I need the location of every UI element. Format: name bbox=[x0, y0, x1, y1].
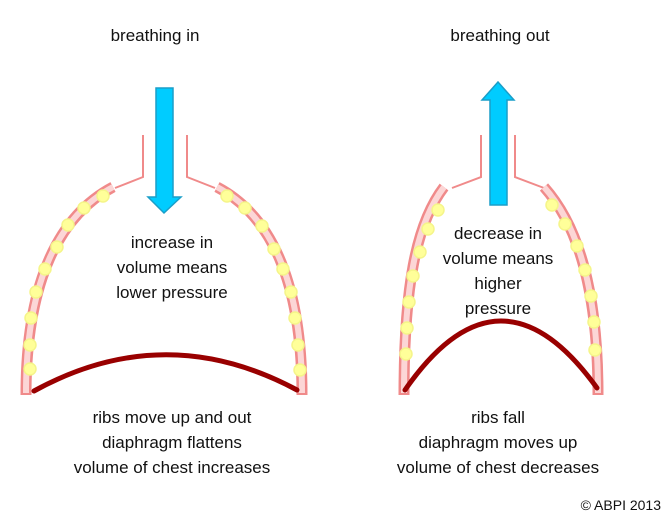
inhale-chest bbox=[20, 135, 308, 396]
exhale-center-text: decrease in bbox=[454, 224, 542, 243]
exhale-panel: breathing out decrease in volume means bbox=[397, 26, 604, 477]
inhale-title: breathing in bbox=[111, 26, 200, 45]
exhale-caption: volume of chest decreases bbox=[397, 458, 599, 477]
inhale-caption: ribs move up and out bbox=[93, 408, 252, 427]
diaphragm-domed bbox=[402, 318, 600, 393]
right-trachea-line bbox=[514, 135, 545, 189]
exhale-caption: ribs fall bbox=[471, 408, 525, 427]
rib-dots bbox=[399, 198, 602, 361]
inhale-center-text: increase in bbox=[131, 233, 213, 252]
left-trachea-line bbox=[114, 135, 144, 189]
inhale-caption: volume of chest increases bbox=[74, 458, 271, 477]
diaphragm-flat bbox=[31, 352, 300, 394]
inhale-center-text: volume means bbox=[117, 258, 228, 277]
exhale-title: breathing out bbox=[450, 26, 550, 45]
exhale-center-text: higher bbox=[474, 274, 522, 293]
inhale-caption: diaphragm flattens bbox=[102, 433, 242, 452]
right-trachea-line bbox=[186, 135, 216, 189]
exhale-chest bbox=[398, 135, 604, 396]
arrow-up-icon bbox=[480, 80, 516, 206]
arrow-down-icon bbox=[146, 87, 183, 215]
copyright: © ABPI 2013 bbox=[581, 497, 662, 513]
exhale-center-text: pressure bbox=[465, 299, 531, 318]
left-trachea-line bbox=[451, 135, 482, 189]
inhale-center-text: lower pressure bbox=[116, 283, 228, 302]
exhale-caption: diaphragm moves up bbox=[419, 433, 578, 452]
rib-dots bbox=[23, 189, 307, 377]
exhale-center-text: volume means bbox=[443, 249, 554, 268]
inhale-panel: breathing in increase in bbox=[20, 26, 308, 477]
